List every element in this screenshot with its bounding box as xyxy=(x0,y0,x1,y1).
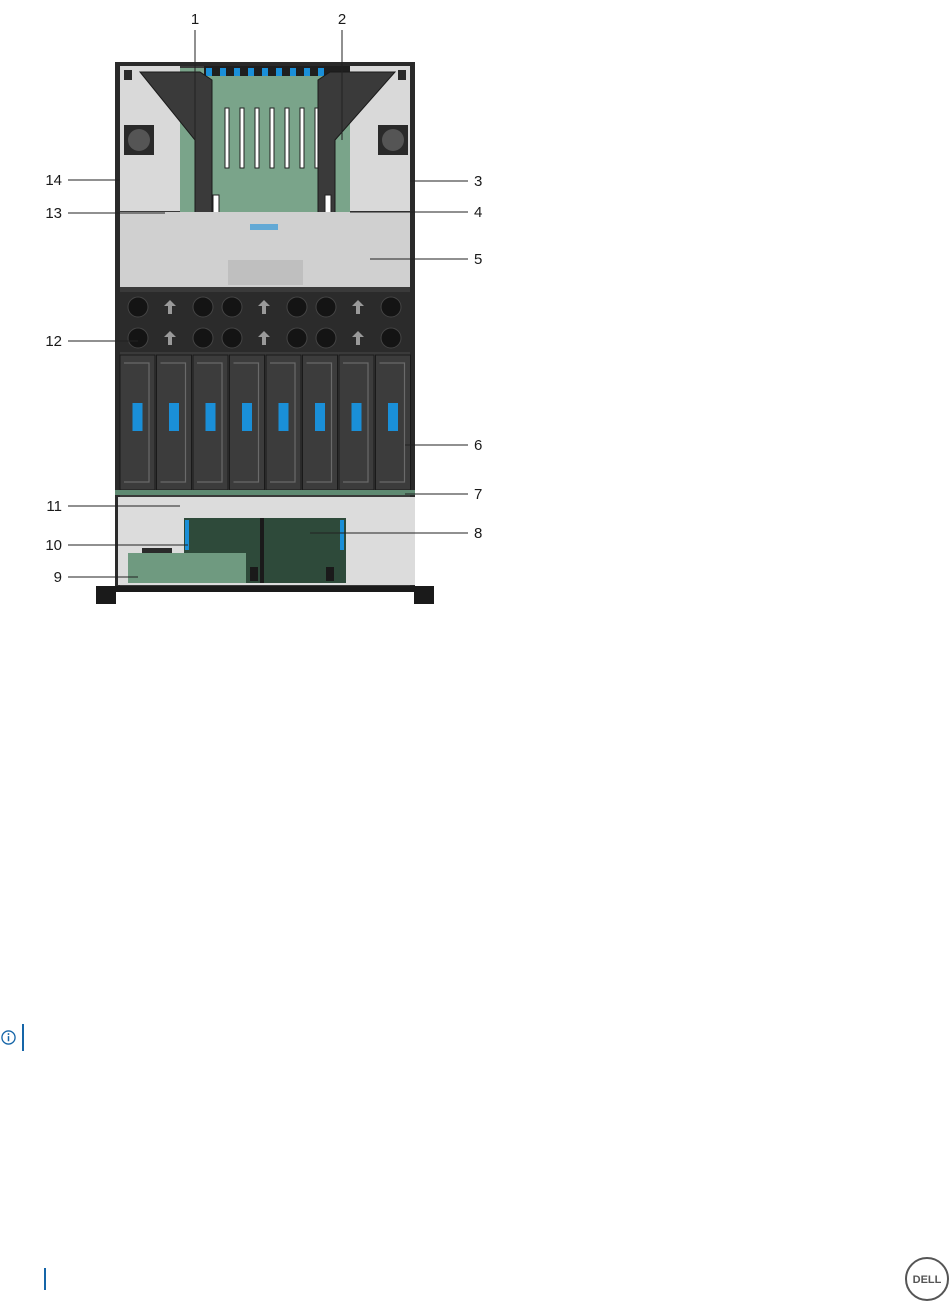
dell-logo: DELL xyxy=(904,1256,950,1302)
dell-logo-text: DELL xyxy=(913,1274,942,1286)
cooling-shroud xyxy=(120,212,410,287)
callout-11: 11 xyxy=(46,498,62,515)
callout-2: 2 xyxy=(338,11,346,28)
callout-3: 3 xyxy=(474,173,482,190)
accelerator-bay xyxy=(120,355,155,490)
callout-1: 1 xyxy=(191,11,199,28)
note-marker xyxy=(0,1024,30,1052)
callout-5: 5 xyxy=(474,251,482,268)
accelerator-bay xyxy=(303,355,338,490)
accelerator-bay xyxy=(376,355,411,490)
note-accent-bar xyxy=(22,1024,24,1051)
accelerator-bay xyxy=(157,355,192,490)
callout-7: 7 xyxy=(474,486,482,503)
callout-14: 14 xyxy=(45,172,62,189)
callout-9: 9 xyxy=(54,569,62,586)
callout-10: 10 xyxy=(45,537,62,554)
callout-6: 6 xyxy=(474,437,482,454)
cooling-fans xyxy=(120,292,410,352)
accelerator-bay xyxy=(230,355,265,490)
accelerator-bay xyxy=(339,355,374,490)
system-internals-diagram: 1 2 3 4 5 6 7 8 9 10 11 12 13 14 xyxy=(0,0,950,620)
info-icon xyxy=(1,1030,16,1045)
callout-12: 12 xyxy=(45,333,62,350)
callout-8: 8 xyxy=(474,525,482,542)
callout-4: 4 xyxy=(474,204,482,221)
footer-accent-bar xyxy=(44,1268,46,1290)
accelerator-bay xyxy=(266,355,301,490)
accelerator-bay xyxy=(193,355,228,490)
callout-13: 13 xyxy=(45,205,62,222)
lower-compartment xyxy=(118,497,415,585)
